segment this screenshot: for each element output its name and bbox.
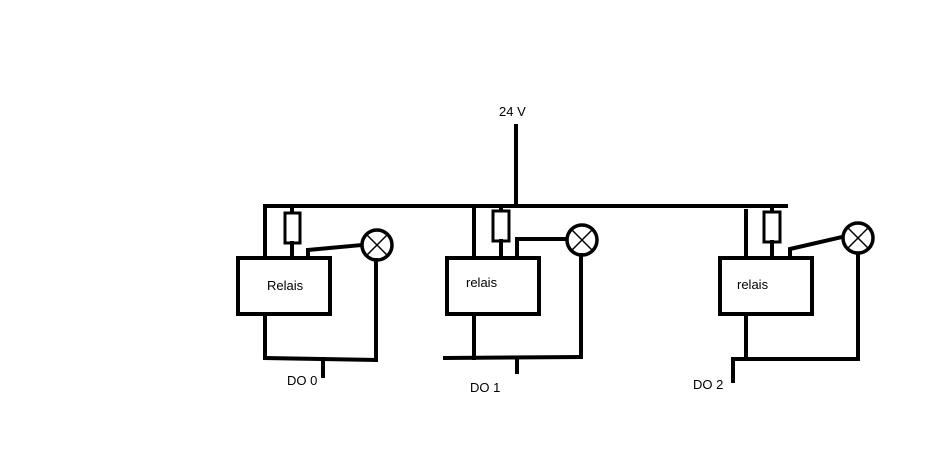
- relay-box: [718, 256, 814, 316]
- output-label: DO 1: [470, 380, 500, 395]
- output-label: DO 0: [287, 373, 317, 388]
- lamp-feed-wire: [788, 234, 845, 260]
- output-label: DO 2: [693, 377, 723, 392]
- supply-label: 24 V: [499, 104, 526, 119]
- relay-box: [236, 256, 332, 316]
- resistor-icon: [762, 210, 782, 244]
- lamp-feed-wire: [515, 237, 568, 260]
- resistor-icon: [491, 209, 511, 243]
- relay-label: relais: [466, 275, 498, 290]
- resistor-icon: [283, 211, 302, 245]
- ground-bus: [442, 354, 584, 361]
- lamp-icon: [360, 228, 394, 262]
- lamp-icon: [565, 223, 599, 257]
- relay-label: relais: [737, 277, 769, 292]
- relay-circuit-0: Relais DO 0: [236, 204, 394, 388]
- relay-circuit-1: relais DO 1: [442, 204, 599, 395]
- relay-circuit-2: relais DO 2: [693, 204, 875, 392]
- lamp-icon: [841, 221, 875, 255]
- relay-box: [445, 256, 541, 316]
- relay-label: Relais: [267, 278, 304, 293]
- ground-bus: [262, 355, 379, 363]
- lamp-feed-wire: [306, 242, 365, 260]
